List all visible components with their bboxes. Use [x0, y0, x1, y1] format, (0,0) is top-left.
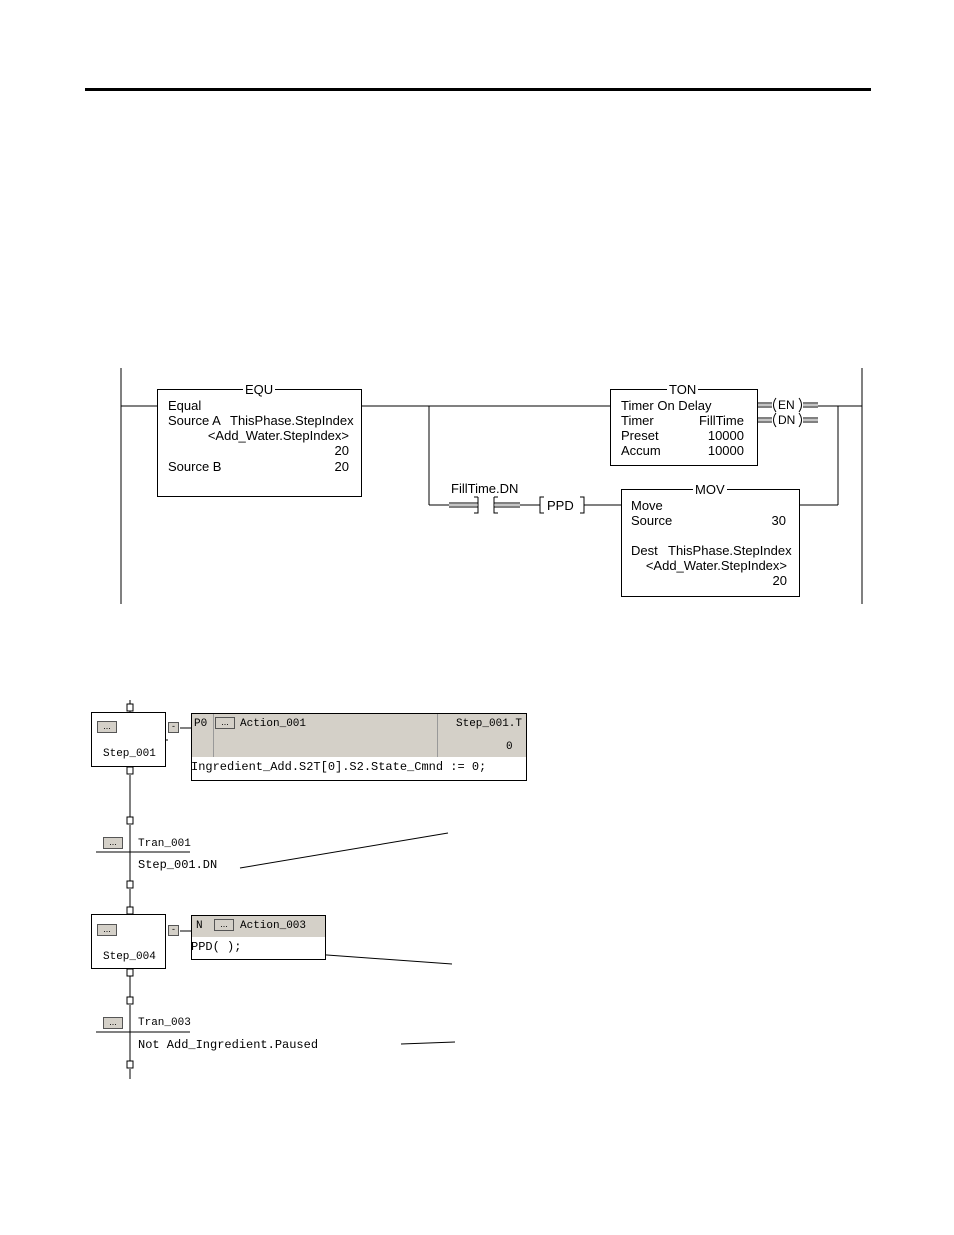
tran-003-name: Tran_003: [138, 1017, 191, 1029]
step-004-button[interactable]: ...: [97, 924, 117, 936]
tran-001-name: Tran_001: [138, 838, 191, 850]
mov-block[interactable]: [621, 489, 800, 597]
ton-name: Timer On Delay: [621, 398, 712, 413]
equ-title: EQU: [243, 382, 276, 397]
equ-source-a-value: 20: [334, 443, 349, 458]
step-004-box[interactable]: [91, 914, 166, 969]
ppd-label: PPD: [547, 498, 574, 513]
action-001-name: Action_001: [240, 718, 307, 730]
ton-title: TON: [667, 382, 699, 397]
action-001-divider-2: [437, 714, 438, 757]
action-001-divider: [213, 714, 214, 757]
ton-timer-tag[interactable]: FillTime: [698, 413, 744, 428]
equ-source-a-tag[interactable]: ThisPhase.StepIndex: [230, 413, 354, 428]
action-001-value: 0: [506, 741, 513, 753]
equ-source-a-label: Source A: [168, 413, 221, 428]
mov-source-label: Source: [631, 513, 673, 528]
ton-preset-label: Preset: [621, 428, 659, 443]
mov-dest-tag[interactable]: ThisPhase.StepIndex: [668, 543, 792, 558]
action-003-body[interactable]: PPD( );: [191, 940, 242, 954]
step-001-collapse[interactable]: -: [168, 722, 179, 733]
tran-003-condition[interactable]: Not Add_Ingredient.Paused: [138, 1038, 319, 1052]
action-003-qualifier: N: [196, 920, 203, 932]
mov-dest-label: Dest: [631, 543, 658, 558]
ton-accum-value: 10000: [707, 443, 744, 458]
action-001-box[interactable]: [191, 713, 527, 781]
tran-001-condition[interactable]: Step_001.DN: [138, 858, 218, 872]
action-001-step-tag: Step_001.T: [456, 718, 523, 730]
mov-name: Move: [631, 498, 663, 513]
action-001-body[interactable]: Ingredient_Add.S2T[0].S2.State_Cmnd := 0…: [191, 760, 487, 774]
step-004-name: Step_004: [103, 951, 156, 963]
tran-001-button[interactable]: ...: [103, 837, 123, 849]
step-001-name: Step_001: [103, 748, 156, 760]
action-001-button[interactable]: ...: [215, 717, 235, 729]
equ-source-b-value: 20: [334, 459, 349, 474]
mov-title: MOV: [693, 482, 727, 497]
ton-timer-label: Timer: [621, 413, 654, 428]
equ-source-a-alias: <Add_Water.StepIndex>: [207, 428, 349, 443]
mov-dest-value: 20: [772, 573, 787, 588]
ton-preset-value: 10000: [707, 428, 744, 443]
ton-en-coil: EN: [778, 398, 795, 412]
tran-003-button[interactable]: ...: [103, 1017, 123, 1029]
equ-name: Equal: [168, 398, 202, 413]
ton-block[interactable]: [610, 389, 758, 466]
action-003-name: Action_003: [240, 920, 307, 932]
action-001-qualifier: P0: [194, 718, 208, 730]
action-001-header: [192, 714, 526, 757]
equ-block[interactable]: [157, 389, 362, 497]
ton-dn-coil: DN: [778, 413, 796, 427]
equ-source-b-label: Source B: [168, 459, 222, 474]
mov-dest-alias: <Add_Water.StepIndex>: [645, 558, 787, 573]
ton-accum-label: Accum: [621, 443, 661, 458]
mov-source-value: 30: [771, 513, 786, 528]
step-001-button[interactable]: ...: [97, 721, 117, 733]
action-003-button[interactable]: ...: [214, 919, 234, 931]
header-rule: [85, 88, 871, 91]
contact-tag[interactable]: FillTime.DN: [451, 481, 519, 496]
step-004-collapse[interactable]: -: [168, 925, 179, 936]
